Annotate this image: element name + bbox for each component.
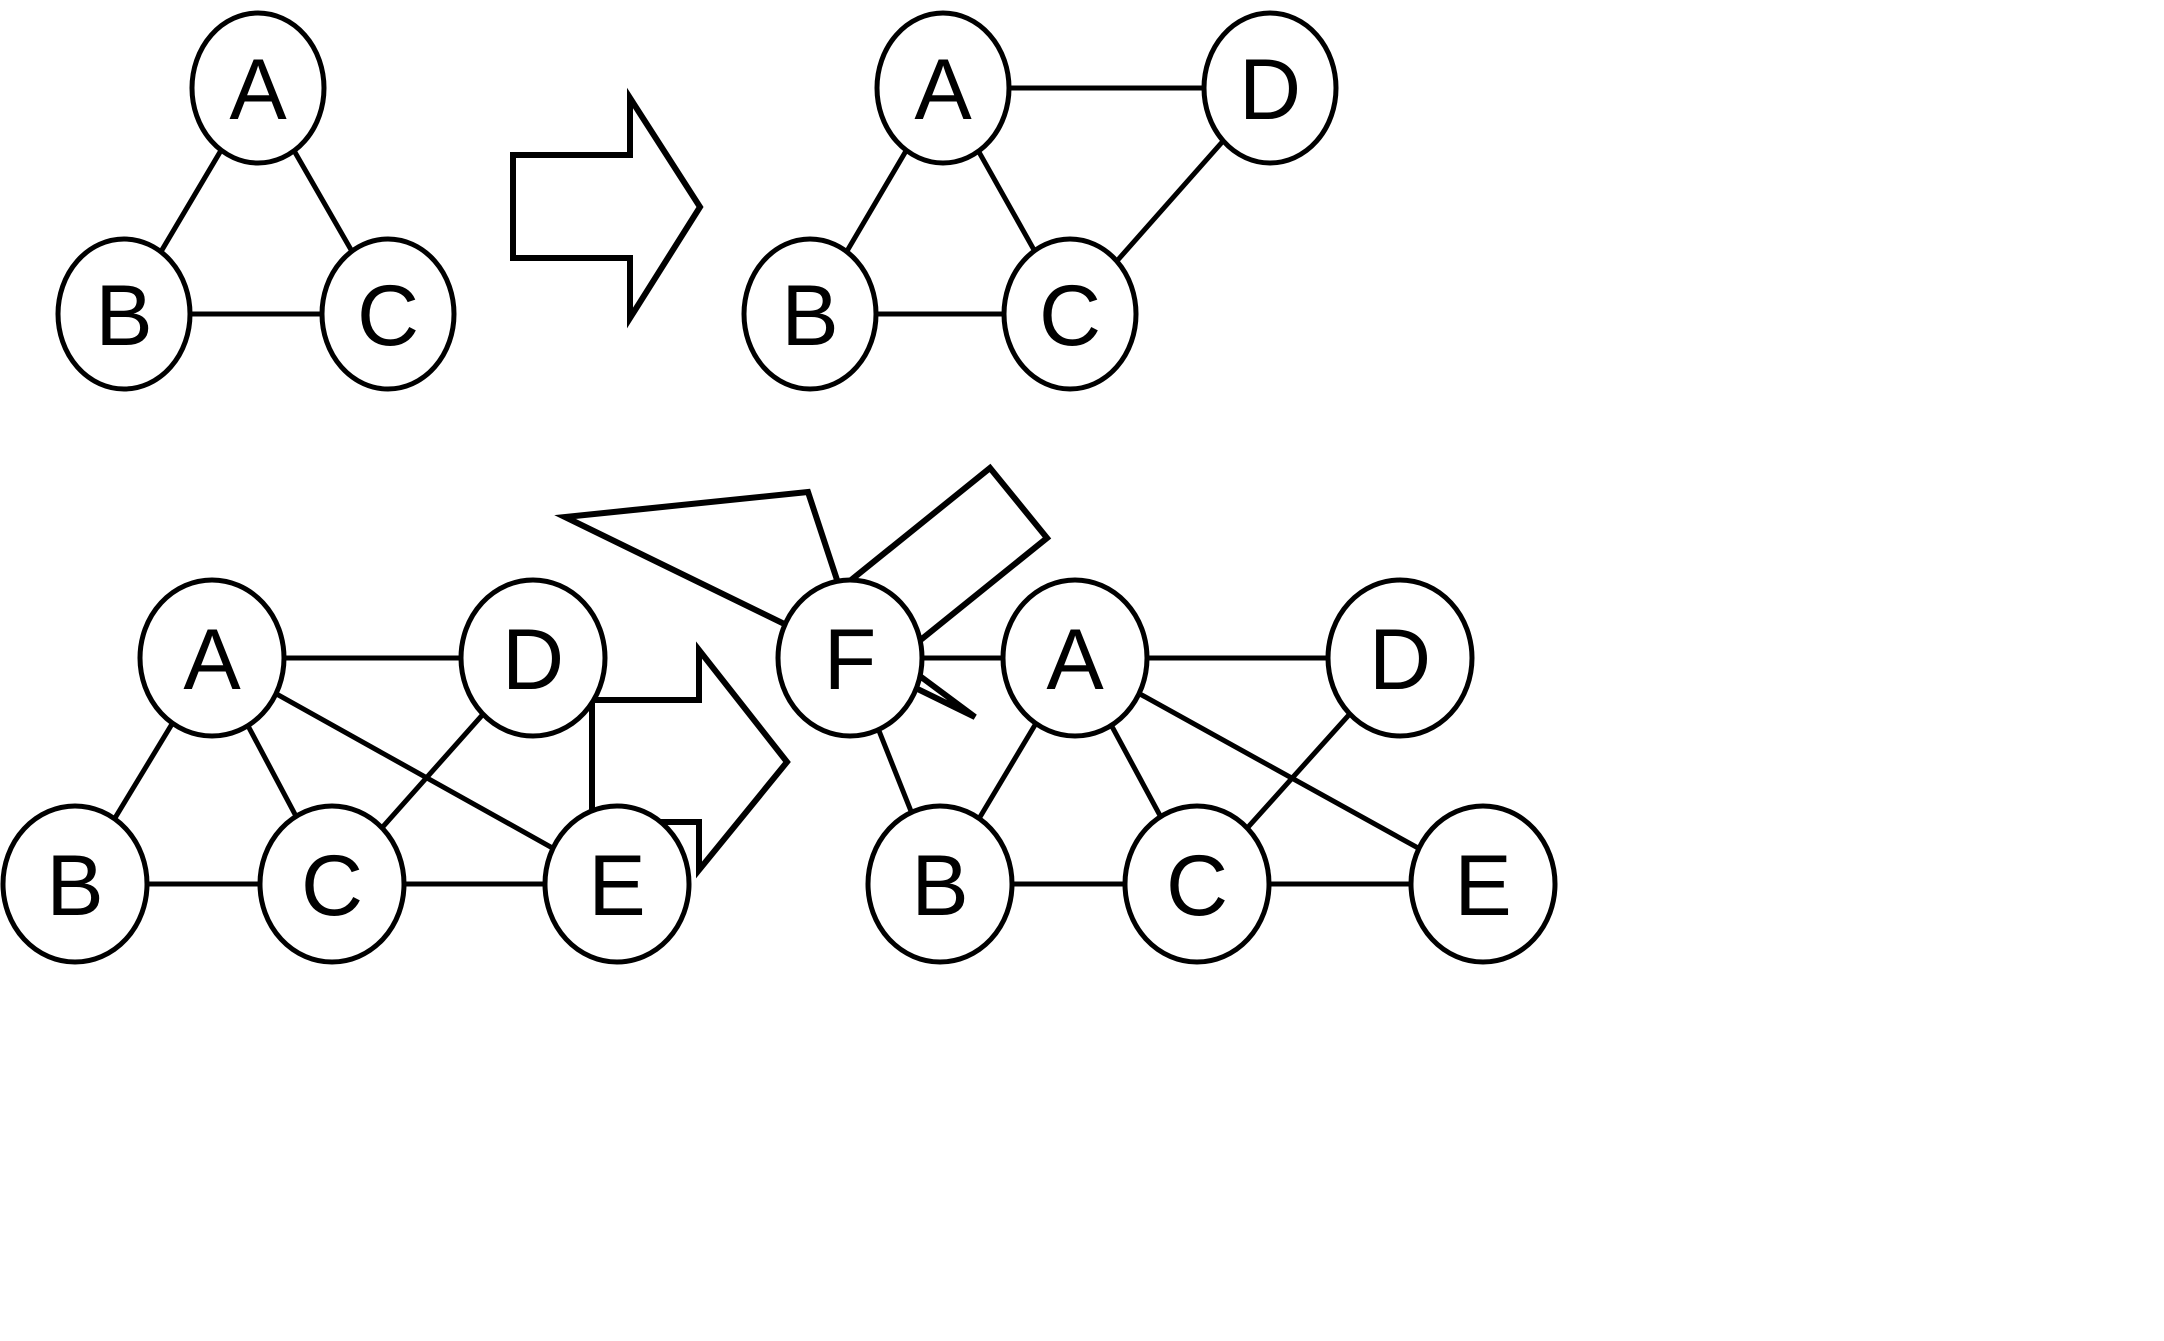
node-label: A (914, 42, 972, 138)
graph-edge (976, 149, 1037, 253)
graph-edge (976, 722, 1039, 820)
node-label: E (1454, 838, 1511, 934)
graph-node[interactable]: B (741, 236, 879, 392)
node-circle (137, 577, 287, 739)
graph-node[interactable]: A (874, 10, 1012, 166)
graph-edge (380, 712, 485, 830)
graph-edge (274, 691, 555, 851)
graph-node[interactable]: B (0, 803, 150, 965)
graph-edge (876, 728, 914, 814)
graph-node[interactable]: D (1325, 577, 1475, 739)
node-label: B (911, 838, 968, 934)
graph-node[interactable]: C (1122, 803, 1272, 965)
graph-edge (1137, 691, 1421, 851)
graph-node[interactable]: B (55, 236, 193, 392)
graph-node[interactable]: C (319, 236, 457, 392)
node-circle (1408, 803, 1558, 965)
graph-node[interactable]: A (189, 10, 327, 166)
graph-edge (1114, 139, 1226, 263)
node-label: C (357, 268, 419, 364)
graph-node[interactable]: E (542, 803, 692, 965)
nodes-layer: A B C A D B C A D B C E F A D B C E (0, 10, 1558, 965)
graph-edge (112, 721, 175, 821)
graph-node[interactable]: D (458, 577, 608, 739)
node-label: D (1369, 612, 1431, 708)
arrow-right-top-icon (510, 87, 704, 329)
node-circle (319, 236, 457, 392)
node-circle (257, 803, 407, 965)
node-label: E (588, 838, 645, 934)
node-circle (1000, 577, 1150, 739)
graph-node[interactable]: C (1001, 236, 1139, 392)
node-label: C (301, 838, 363, 934)
node-circle (865, 803, 1015, 965)
graph-edge (291, 149, 355, 253)
node-circle (189, 10, 327, 166)
node-label: B (95, 268, 152, 364)
node-circle (1201, 10, 1339, 166)
graph-edge (1109, 724, 1163, 818)
graph-node[interactable]: D (1201, 10, 1339, 166)
graph-edge (1245, 712, 1352, 830)
node-circle (1001, 236, 1139, 392)
node-label: A (1046, 612, 1104, 708)
graph-node[interactable]: E (1408, 803, 1558, 965)
arrow-down-left-middle-icon (554, 463, 1052, 720)
node-label: B (781, 268, 838, 364)
node-label: F (824, 612, 877, 708)
node-label: C (1166, 838, 1228, 934)
node-label: A (183, 612, 241, 708)
node-circle (0, 803, 150, 965)
node-circle (775, 577, 925, 739)
arrows-layer (510, 87, 1052, 879)
node-label: D (1239, 42, 1301, 138)
node-circle (458, 577, 608, 739)
node-label: D (502, 612, 564, 708)
node-circle (542, 803, 692, 965)
node-label: B (46, 838, 103, 934)
graph-node[interactable]: F (775, 577, 925, 739)
graph-node[interactable]: C (257, 803, 407, 965)
graph-node[interactable]: A (1000, 577, 1150, 739)
node-circle (1325, 577, 1475, 739)
graph-node[interactable]: A (137, 577, 287, 739)
graph-edge (245, 724, 299, 818)
node-label: C (1039, 268, 1101, 364)
graph-edge (844, 149, 909, 253)
node-label: A (229, 42, 287, 138)
node-circle (874, 10, 1012, 166)
node-circle (1122, 803, 1272, 965)
edges-layer (112, 85, 1421, 887)
graph-edge (158, 148, 224, 254)
node-circle (55, 236, 193, 392)
graph-node[interactable]: B (865, 803, 1015, 965)
node-circle (741, 236, 879, 392)
